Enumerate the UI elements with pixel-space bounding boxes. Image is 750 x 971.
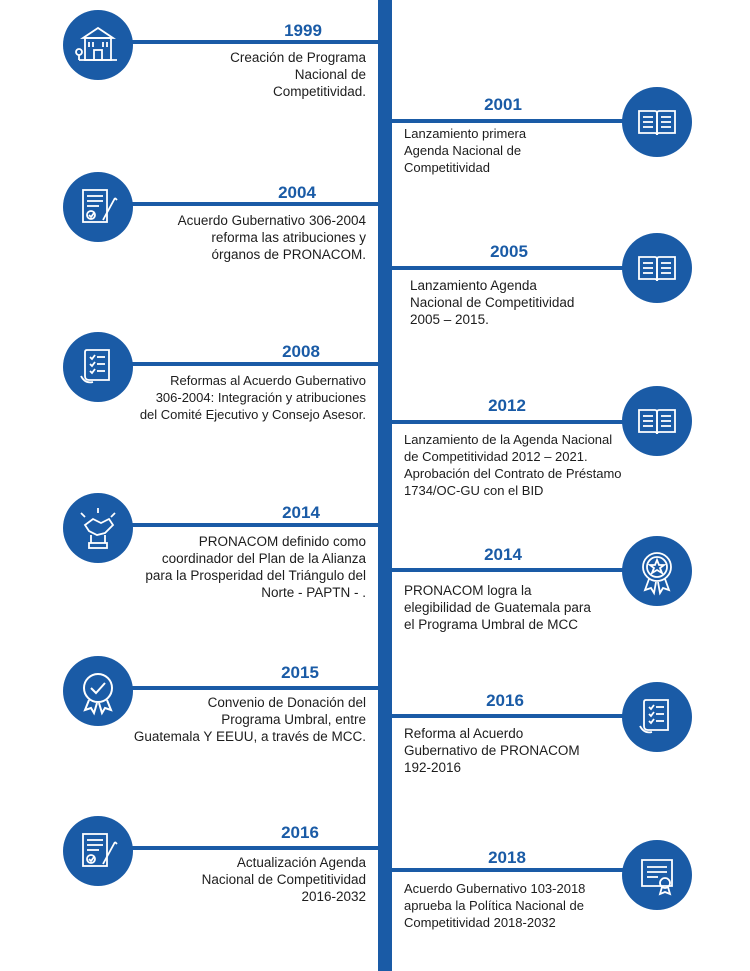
check-badge-icon <box>63 656 133 726</box>
event-year: 2005 <box>490 242 528 261</box>
event-description: Reformas al Acuerdo Gubernativo 306-2004… <box>139 373 366 422</box>
event-description: Lanzamiento Agenda Nacional de Competiti… <box>410 278 575 327</box>
connector-line <box>120 40 378 44</box>
checklist-scroll-icon <box>63 332 133 402</box>
certificate-icon <box>622 840 692 910</box>
event-year: 2016 <box>486 691 524 710</box>
checklist-scroll-icon <box>622 682 692 752</box>
event-description: Lanzamiento de la Agenda Nacional de Com… <box>404 432 622 498</box>
event-description: Actualización Agenda Nacional de Competi… <box>201 855 366 904</box>
event-description: Convenio de Donación del Programa Umbral… <box>133 695 366 744</box>
event-year: 2012 <box>488 396 526 415</box>
connector-line <box>120 362 378 366</box>
open-book-icon <box>622 233 692 303</box>
connector-line <box>392 868 652 872</box>
star-medal-icon <box>622 536 692 606</box>
signed-document-icon <box>63 172 133 242</box>
event-description: Acuerdo Gubernativo 306-2004 reforma las… <box>177 213 366 262</box>
connector-line <box>120 202 378 206</box>
event-description: PRONACOM definido como coordinador del P… <box>145 534 366 600</box>
connector-line <box>392 714 652 718</box>
open-book-icon <box>622 87 692 157</box>
event-year: 2014 <box>282 503 320 522</box>
event-description: Reforma al Acuerdo Gubernativo de PRONAC… <box>404 726 580 775</box>
connector-line <box>120 523 378 527</box>
event-description: Acuerdo Gubernativo 103-2018 aprueba la … <box>404 881 586 930</box>
open-book-icon <box>622 386 692 456</box>
connector-line <box>392 568 652 572</box>
connector-line <box>392 119 652 123</box>
event-description: Creación de Programa Nacional de Competi… <box>230 50 366 99</box>
event-year: 2015 <box>281 663 319 682</box>
event-year: 1999 <box>284 21 322 40</box>
event-year: 2016 <box>281 823 319 842</box>
connector-line <box>392 420 652 424</box>
connector-line <box>120 846 378 850</box>
event-year: 2008 <box>282 342 320 361</box>
event-year: 2014 <box>484 545 522 564</box>
connector-line <box>120 686 378 690</box>
event-description: PRONACOM logra la elegibilidad de Guatem… <box>404 583 591 632</box>
event-year: 2018 <box>488 848 526 867</box>
building-icon <box>63 10 133 80</box>
handshake-icon <box>63 493 133 563</box>
timeline-spine <box>378 0 392 971</box>
event-year: 2004 <box>278 183 316 202</box>
event-year: 2001 <box>484 95 522 114</box>
connector-line <box>392 266 652 270</box>
event-description: Lanzamiento primera Agenda Nacional de C… <box>404 126 527 175</box>
signed-document-icon <box>63 816 133 886</box>
